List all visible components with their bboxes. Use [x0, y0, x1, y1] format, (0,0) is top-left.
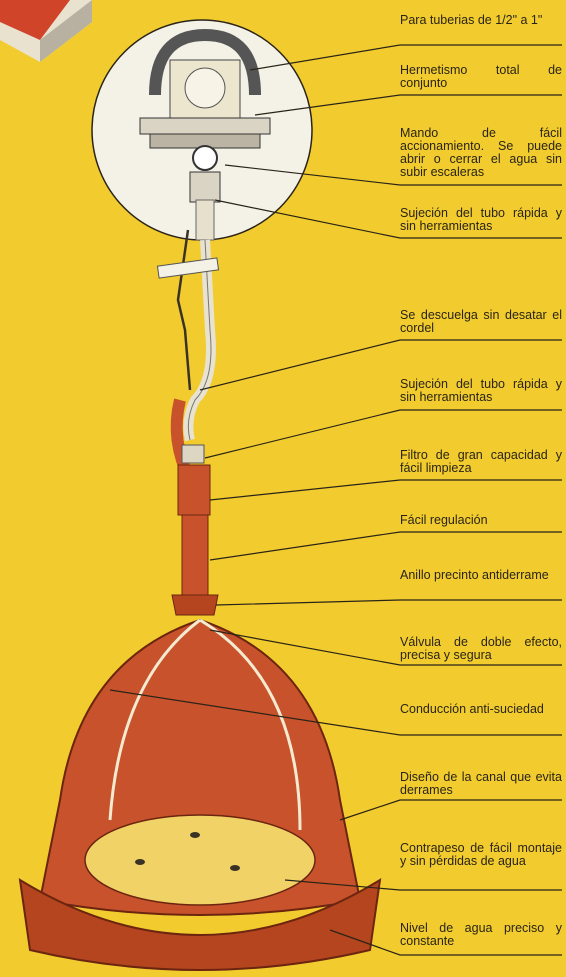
annotation-tube-fastening-bottom: Sujeción del tubo rápida y sin herramien… — [400, 378, 562, 404]
annotation-easy-control: Mando de fácil accionamiento. Se puede a… — [400, 127, 562, 179]
annotation-regulation: Fácil regulación — [400, 514, 562, 527]
tray-icon — [85, 815, 315, 905]
annotation-valve: Válvula de doble efecto, precisa y segur… — [400, 636, 562, 662]
annotation-pipe-size: Para tuberias de 1/2" a 1" — [400, 14, 562, 27]
valve-assembly-icon — [92, 20, 312, 240]
annotation-filter: Filtro de gran capacidad y fácil limpiez… — [400, 449, 562, 475]
logo-icon — [0, 0, 92, 62]
annotation-unhook: Se descuelga sin desatar el cordel — [400, 309, 562, 335]
annotation-seal-ring: Anillo precinto antiderrame — [400, 569, 562, 582]
annotation-tube-fastening-top: Sujeción del tubo rápida y sin herramien… — [400, 207, 562, 233]
annotation-counterweight: Contrapeso de fácil montaje y sin pérdid… — [400, 842, 562, 868]
annotation-channel-design: Diseño de la canal que evita derrames — [400, 771, 562, 797]
bell-drinker-icon — [20, 620, 380, 970]
annotation-hermetic: Hermetismo total de conjunto — [400, 64, 562, 90]
annotation-water-level: Nivel de agua preciso y constante — [400, 922, 562, 948]
annotation-anti-dirt: Conducción anti-suciedad — [400, 703, 562, 716]
